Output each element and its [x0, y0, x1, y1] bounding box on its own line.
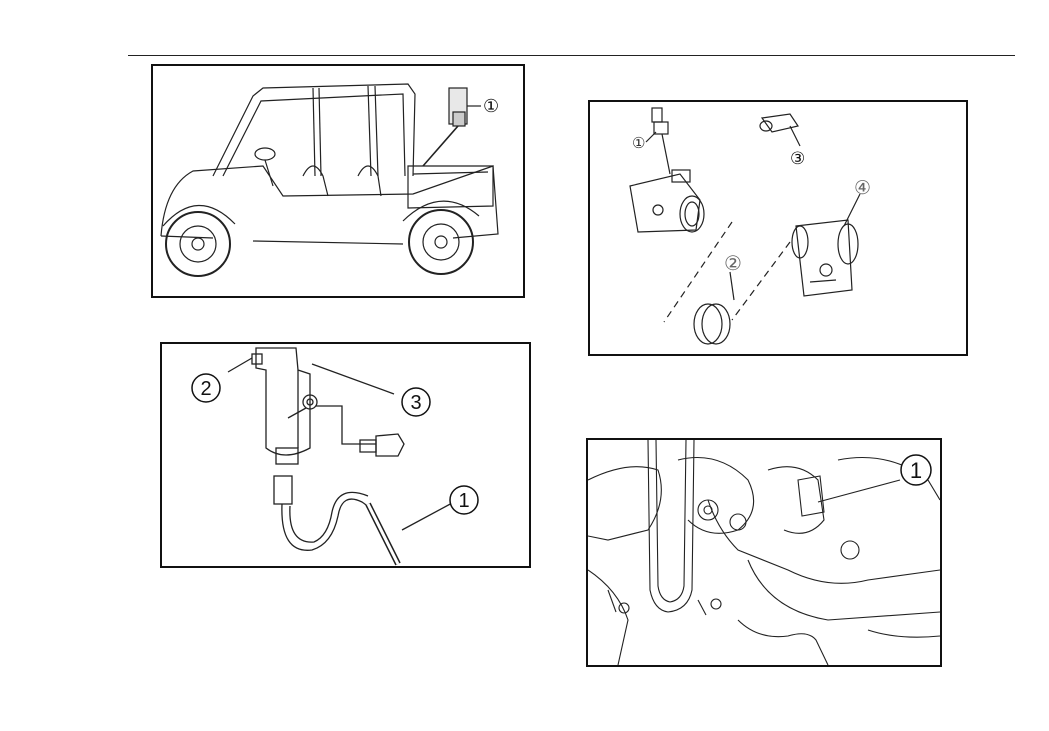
callout-4: ④ [854, 178, 871, 199]
vehicle-illustration-panel: ① [151, 64, 525, 298]
callout-1-marker: 1 [450, 486, 478, 514]
callout-3: ③ [790, 149, 805, 168]
callout-2: 2 [200, 378, 211, 400]
fuel-unit-panel: 2 3 1 [160, 342, 531, 568]
callout-1: 1 [458, 490, 469, 512]
header-rule [128, 55, 1015, 56]
injector-parts-panel: ① ② ③ ④ [588, 100, 968, 356]
callout-3: 3 [410, 392, 421, 414]
callout-1: ① [632, 136, 645, 152]
callout-1-marker: 1 [901, 455, 931, 485]
callout-2-marker: 2 [192, 374, 220, 402]
callout-1: 1 [910, 458, 922, 483]
callout-1: ① [483, 96, 499, 116]
callout-2: ② [724, 253, 742, 275]
callout-3-marker: 3 [402, 388, 430, 416]
engine-bay-panel: 1 [586, 438, 942, 667]
